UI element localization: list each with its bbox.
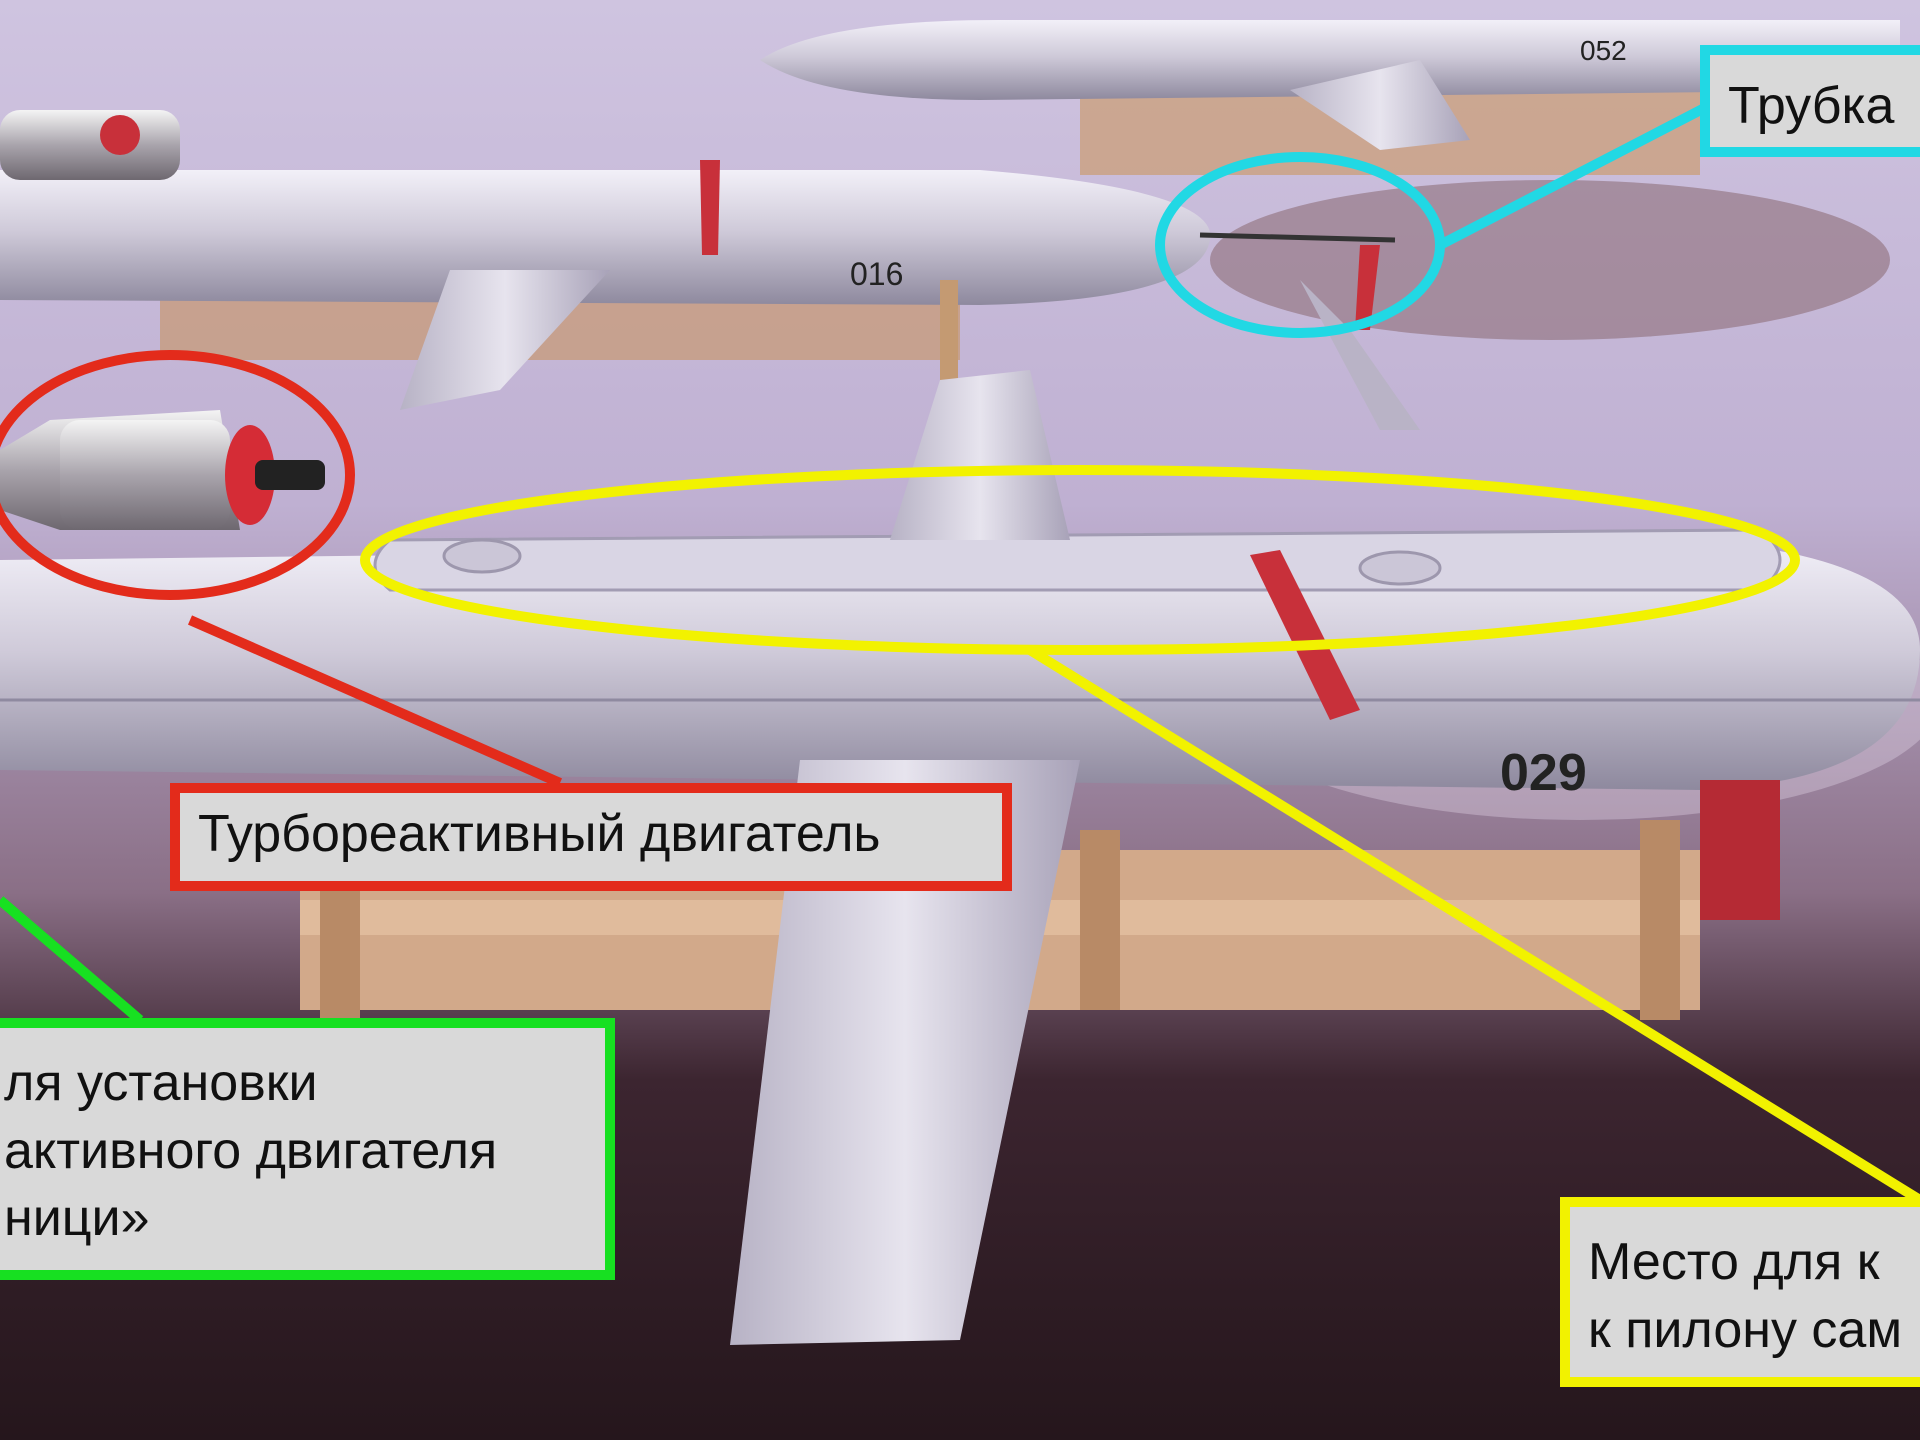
engine-label: Турбореактивный двигатель [170,783,1012,891]
engine-outline [0,350,355,600]
engine-leader-line [187,615,563,788]
tail-number: 016 [850,256,903,292]
pylon-fairing [373,528,1782,592]
pylon-mount-label-line: к пилону сам [1588,1300,1903,1359]
pitot-tube [1199,232,1396,243]
pylon-outline [360,465,1800,655]
fuselage [0,540,1920,790]
engine-label-line: Турбореактивный двигатель [198,805,881,863]
pylon-mount-label: Место для к к пилону сам [1560,1197,1920,1387]
wing [1290,60,1470,150]
pylon-mount-label-line: Место для к [1588,1233,1880,1291]
clamp [1700,780,1780,920]
stand-leg [940,280,958,400]
engine-mount-label-line: активного двигателя [4,1121,498,1180]
engine-upper [0,110,180,180]
access-hatch [1358,550,1442,586]
vertical-tail [890,370,1070,540]
remove-before-flight-tag [700,160,720,255]
fuselage [760,20,1900,100]
mount-leader-line [0,896,144,1024]
aircraft-029: 029 [0,370,1920,1345]
tail-number: 052 [1580,35,1627,66]
engine-mount-label: ля установки активного двигателя ници» [0,1018,615,1280]
tail-fin [1300,280,1420,430]
pitot-tube-label-line: Трубка [1728,77,1895,135]
access-hatch [442,538,522,574]
pitot-tube-label: Трубка [1700,45,1920,157]
pitot-leader-line [1437,95,1723,250]
floor-reflection [1210,180,1890,340]
remove-before-flight-tag [1355,245,1380,330]
engine-mount-label-line: ници» [4,1189,150,1248]
wing [400,270,610,410]
engine-mount-label-line: ля установки [4,1054,318,1112]
pylon-leader-line [1027,645,1920,1205]
main-wing [730,760,1080,1345]
turbojet-engine [0,410,325,530]
fuselage [0,170,1211,305]
aircraft-016 [0,160,1420,430]
aircraft-052 [760,20,1900,175]
tail-number: 029 [1500,744,1587,802]
remove-before-flight-tag [1250,550,1360,720]
